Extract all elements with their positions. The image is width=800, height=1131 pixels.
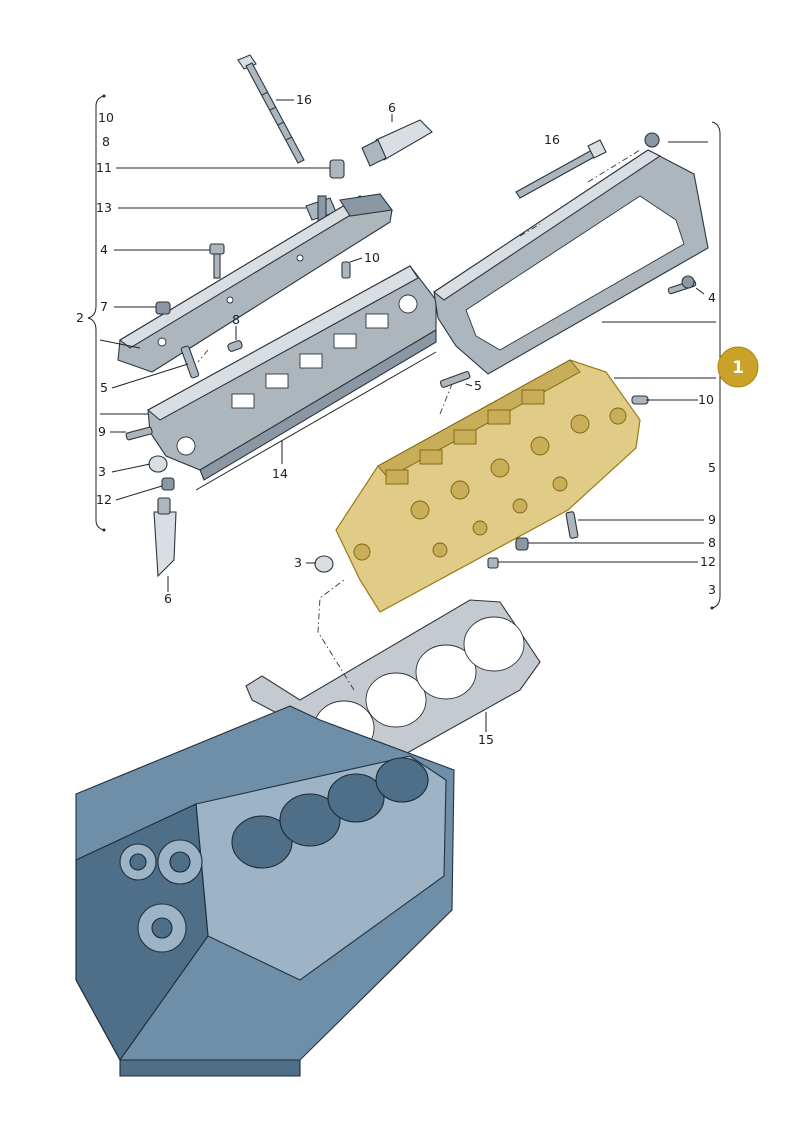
label-3-left: 3	[98, 464, 106, 479]
engine-block	[75, 705, 455, 1077]
valve-cover-right	[433, 132, 709, 375]
label-12-right: 12	[700, 554, 716, 569]
label-8-mid: 8	[232, 312, 240, 327]
seal-3-right	[314, 555, 334, 573]
callout-badge-circle	[717, 346, 759, 388]
label-4-left: 4	[100, 242, 108, 257]
callout-badge-1[interactable]: 1	[717, 346, 759, 388]
label-16-right: 16	[544, 132, 560, 147]
bolt-16-left	[237, 54, 305, 164]
cylinder-head-left	[147, 265, 437, 481]
alignment-line-5	[197, 349, 209, 363]
alignment-line-2	[439, 383, 453, 415]
label-10-right: 10	[698, 392, 714, 407]
nut-12-left	[161, 477, 175, 491]
label-5-mid: 5	[474, 378, 482, 393]
callout-badge-number: 1	[732, 358, 744, 378]
label-13: 13	[96, 200, 112, 215]
sealant-tube-top	[361, 119, 433, 167]
bolt-4-left	[209, 243, 225, 279]
label-14: 14	[272, 466, 288, 481]
label-7: 7	[100, 299, 108, 314]
label-5-left: 5	[100, 380, 108, 395]
sealant-tube-left	[153, 497, 177, 578]
label-5-right: 5	[708, 460, 716, 475]
dowel-8-left	[227, 340, 243, 352]
label-2: 2	[76, 310, 84, 325]
stud-9-right	[565, 511, 579, 539]
label-16-left: 16	[296, 92, 312, 107]
plug-11	[329, 159, 345, 179]
label-4-right: 4	[708, 290, 716, 305]
valve-cover-left	[117, 193, 393, 373]
label-3-right: 3	[708, 582, 716, 597]
label-3-mid: 3	[294, 555, 302, 570]
label-6-bottom: 6	[164, 591, 172, 606]
pin-10-left	[341, 261, 351, 279]
label-8-right: 8	[708, 535, 716, 550]
label-15: 15	[478, 732, 494, 747]
seal-3-left	[148, 455, 168, 473]
nut-7	[155, 301, 171, 315]
alignment-line-1	[317, 579, 355, 691]
label-10-top: 10	[98, 110, 114, 125]
stud-5-left	[180, 345, 200, 379]
alignment-line-3	[519, 223, 541, 237]
bolt-4-right	[667, 275, 697, 295]
stud-5-right	[439, 371, 471, 388]
bolt-16-right	[515, 139, 607, 199]
label-10-mid: 10	[364, 250, 380, 265]
label-6-top: 6	[388, 100, 396, 115]
nut-8-right	[515, 537, 529, 551]
label-11: 11	[96, 160, 112, 175]
label-9-right: 9	[708, 512, 716, 527]
label-12-left: 12	[96, 492, 112, 507]
label-8-top: 8	[102, 134, 110, 149]
stud-9-left	[125, 426, 153, 441]
alignment-line-4	[587, 149, 641, 183]
dowel-12-right	[487, 557, 499, 569]
left-bracket	[87, 95, 105, 531]
pin-10-right	[631, 395, 649, 405]
label-9-left: 9	[98, 424, 106, 439]
cylinder-head-right-highlighted	[335, 359, 641, 613]
